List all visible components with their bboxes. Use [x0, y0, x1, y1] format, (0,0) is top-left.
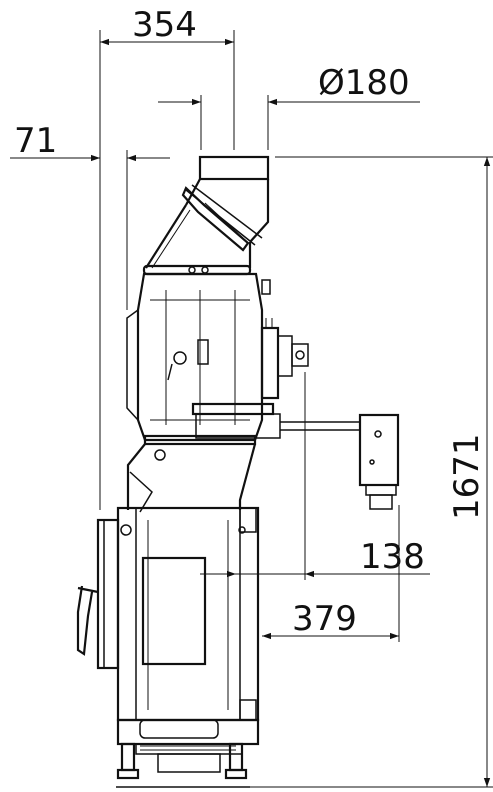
boiler-body [116, 506, 260, 722]
base-frame [116, 718, 260, 788]
filter-housing [126, 272, 271, 446]
front-door [76, 518, 120, 670]
dimension-label-138: 138 [360, 537, 425, 577]
dimension-label-354: 354 [132, 5, 197, 45]
exhaust-elbow-pipe [181, 155, 270, 252]
side-valve-assembly [260, 318, 309, 400]
dimension-label-379: 379 [292, 599, 357, 639]
dimension-1671: 1671 [230, 156, 493, 788]
dimension-354: 354 [99, 5, 235, 510]
dimension-138: 138 [200, 372, 430, 580]
dimension-379: 379 [262, 505, 400, 642]
dimension-diameter-180: Ø180 [158, 63, 420, 150]
conical-transition [142, 204, 252, 276]
hopper [126, 443, 257, 513]
support-arm [191, 402, 400, 510]
dimension-71: 71 [10, 121, 170, 310]
dimension-label-71: 71 [14, 121, 57, 161]
dimension-label-diameter: Ø180 [318, 63, 410, 103]
dimension-label-1671: 1671 [447, 433, 487, 520]
